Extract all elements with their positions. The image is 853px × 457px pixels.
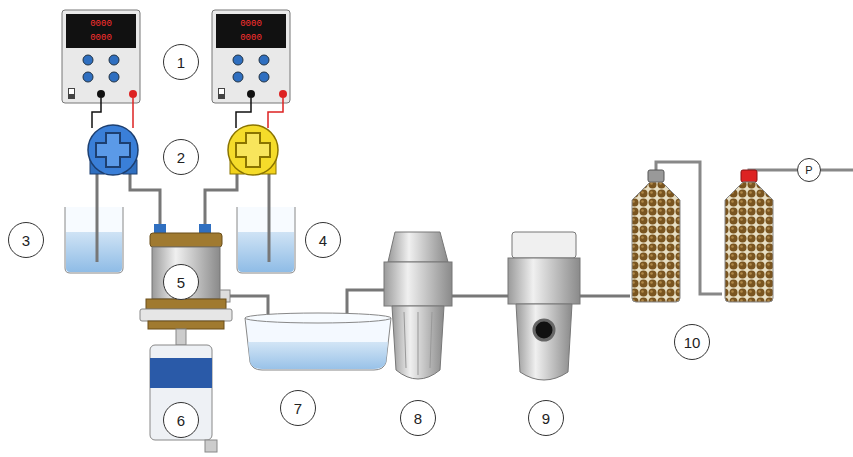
- adsorption-bottle: [725, 170, 773, 302]
- callout-number: 10: [674, 324, 710, 360]
- power-supply: [62, 10, 140, 103]
- reactor: [140, 224, 232, 345]
- water-bath: [245, 313, 391, 370]
- callout-number: 9: [528, 400, 564, 436]
- beaker: [65, 207, 123, 273]
- callout-number: 2: [163, 139, 199, 175]
- callout-number: 8: [400, 400, 436, 436]
- peristaltic-pump: [88, 125, 138, 175]
- display-digits: 0000: [89, 33, 113, 44]
- callout-number: 5: [163, 264, 199, 300]
- peristaltic-pump: [228, 125, 278, 175]
- adsorption-bottle: [632, 170, 680, 302]
- callout-number: 7: [280, 390, 316, 426]
- callout-number: 1: [163, 44, 199, 80]
- stirrer-motor: [150, 345, 217, 452]
- display-digits: 0000: [89, 19, 113, 30]
- pressure-gauge-label: P: [797, 158, 821, 182]
- callout-number: 4: [305, 222, 341, 258]
- callout-number: 3: [8, 222, 44, 258]
- power-supply: [212, 10, 290, 103]
- callout-number: 6: [163, 402, 199, 438]
- gas-filter: [384, 232, 452, 379]
- display-digits: 0000: [239, 19, 263, 30]
- display-digits: 0000: [239, 33, 263, 44]
- beaker: [237, 207, 295, 273]
- gas-dryer: [508, 232, 580, 380]
